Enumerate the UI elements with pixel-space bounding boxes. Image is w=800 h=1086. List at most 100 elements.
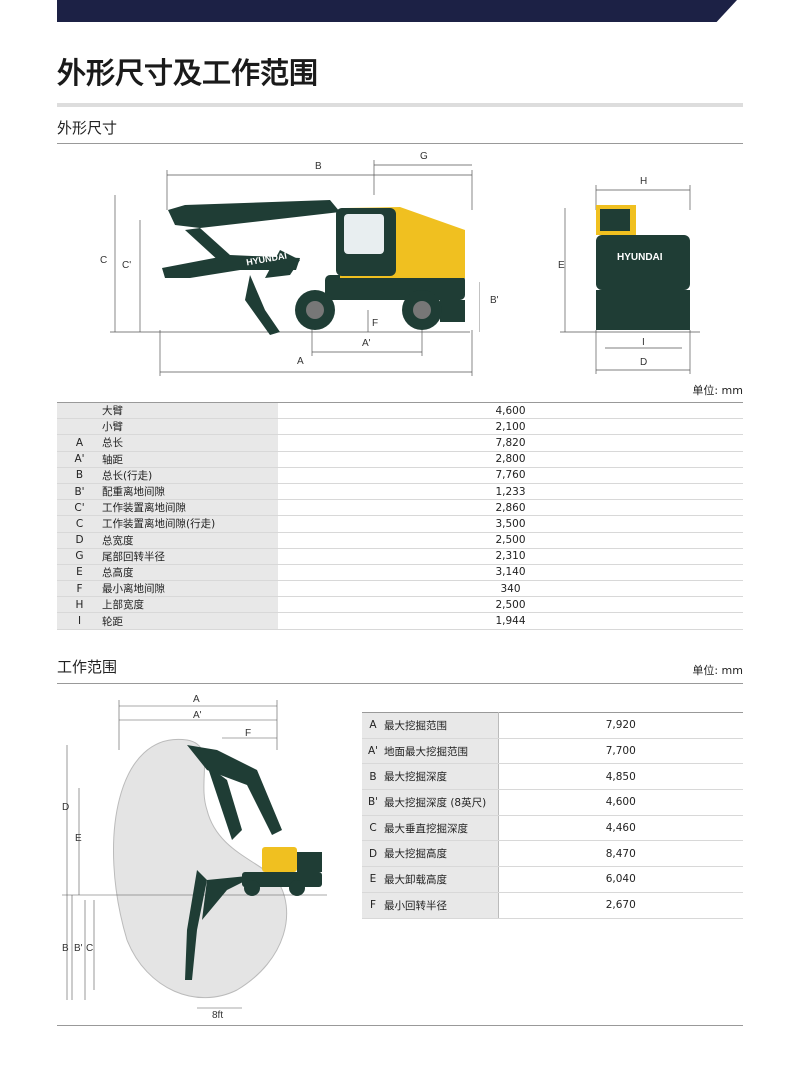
row-name: 轮距	[102, 612, 278, 630]
row-value: 3,140	[278, 564, 743, 582]
row-key: I	[57, 612, 102, 630]
range-label-b: B	[62, 943, 69, 954]
row-value: 2,500	[278, 596, 743, 614]
row-value: 340	[278, 580, 743, 598]
row-name: 尾部回转半径	[102, 548, 278, 565]
dim-label-b-prime: B'	[490, 295, 499, 306]
row-key: C	[362, 815, 384, 842]
row-value: 4,850	[498, 763, 743, 791]
row-value: 4,600	[278, 402, 743, 420]
header-bar	[57, 0, 737, 22]
row-name: 最大卸载高度	[384, 866, 499, 893]
row-name: 上部宽度	[102, 596, 278, 614]
divider	[57, 143, 743, 144]
row-name: 最大挖掘深度 (8英尺)	[384, 789, 499, 816]
row-value: 6,040	[498, 866, 743, 893]
row-key: E	[57, 564, 102, 582]
range-label-a: A	[193, 694, 200, 705]
working-range-diagram	[62, 700, 327, 1009]
dim-label-c: C	[100, 255, 108, 266]
row-name: 配重离地间隙	[102, 483, 278, 501]
row-value: 4,600	[498, 789, 743, 816]
excavator-front-view-diagram	[560, 185, 700, 374]
row-name: 总长(行走)	[102, 467, 278, 484]
dim-label-b: B	[315, 161, 322, 172]
dim-label-a-prime: A'	[362, 338, 371, 349]
row-value: 2,800	[278, 451, 743, 468]
row-name: 大臂	[102, 402, 278, 420]
row-name: 最大挖掘范围	[384, 712, 499, 739]
section-heading-dimensions: 外形尺寸	[57, 119, 118, 137]
range-label-8ft: 8ft	[212, 1010, 224, 1021]
row-key: D	[362, 840, 384, 868]
row-key: B	[57, 467, 102, 484]
row-value: 3,500	[278, 515, 743, 533]
divider	[57, 683, 743, 684]
row-key: A'	[362, 738, 384, 765]
row-value: 7,920	[498, 712, 743, 739]
row-name: 总长	[102, 434, 278, 452]
row-value: 7,820	[278, 434, 743, 452]
row-value: 7,760	[278, 467, 743, 484]
row-key: D	[57, 532, 102, 549]
row-name: 工作装置离地间隙(行走)	[102, 515, 278, 533]
row-key: C	[57, 515, 102, 533]
range-label-b-prime: B'	[74, 943, 83, 954]
row-key: C'	[57, 499, 102, 517]
row-name: 最大挖掘高度	[384, 840, 499, 868]
row-value: 7,700	[498, 738, 743, 765]
unit-label: 单位: mm	[692, 384, 743, 397]
row-name: 最大垂直挖掘深度	[384, 815, 499, 842]
row-value: 2,310	[278, 548, 743, 565]
row-name: 小臂	[102, 418, 278, 436]
divider	[57, 1025, 743, 1026]
row-key: H	[57, 596, 102, 614]
row-value: 2,500	[278, 532, 743, 549]
dim-label-e: E	[558, 260, 565, 271]
range-label-f: F	[245, 728, 252, 739]
row-value: 2,100	[278, 418, 743, 436]
row-value: 1,944	[278, 612, 743, 630]
range-label-c: C	[86, 943, 94, 954]
row-key: F	[362, 892, 384, 919]
row-name: 总高度	[102, 564, 278, 582]
dim-label-g: G	[420, 151, 428, 162]
row-key: A'	[57, 451, 102, 468]
unit-label: 单位: mm	[692, 664, 743, 677]
row-name: 工作装置离地间隙	[102, 499, 278, 517]
page-title: 外形尺寸及工作范围	[57, 56, 319, 90]
row-name: 最小离地间隙	[102, 580, 278, 598]
row-key	[57, 418, 102, 436]
section-heading-working-range: 工作范围	[57, 658, 118, 676]
dim-label-a: A	[297, 356, 304, 367]
dim-label-h: H	[640, 176, 648, 187]
row-key: B'	[57, 483, 102, 501]
row-key: A	[362, 712, 384, 739]
row-name: 轴距	[102, 451, 278, 468]
divider	[57, 103, 743, 107]
dim-label-d: D	[640, 357, 648, 368]
row-key: G	[57, 548, 102, 565]
dim-label-f: F	[372, 318, 379, 329]
dim-label-i: I	[642, 337, 645, 348]
